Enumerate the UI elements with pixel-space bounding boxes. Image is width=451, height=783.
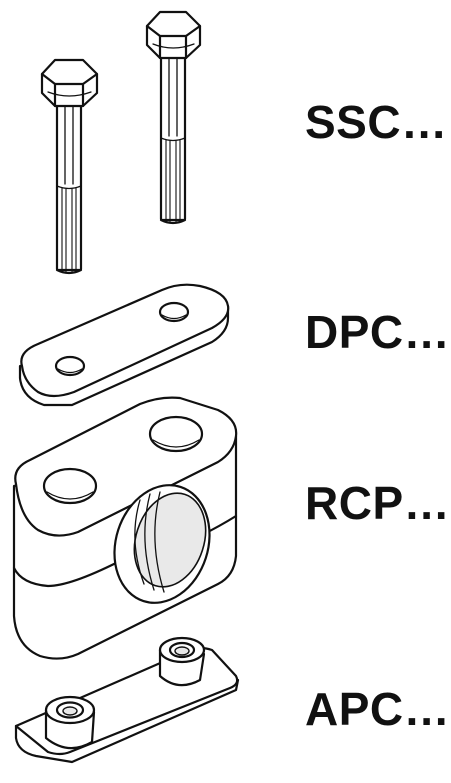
weld-nut-front [44,695,96,750]
bolt-front [40,58,99,275]
bolt-pair-icon [40,10,202,275]
part-label-apc: APC… [305,683,451,735]
cover-plate-icon [18,283,230,407]
weld-nut-back [158,636,206,687]
anchor-plate-icon [14,636,240,764]
clamp-body-icon [12,396,238,660]
bolt-back [145,10,202,225]
part-label-rcp: RCP… [305,477,451,529]
part-label-dpc: DPC… [305,306,451,358]
part-label-ssc: SSC… [305,96,448,148]
